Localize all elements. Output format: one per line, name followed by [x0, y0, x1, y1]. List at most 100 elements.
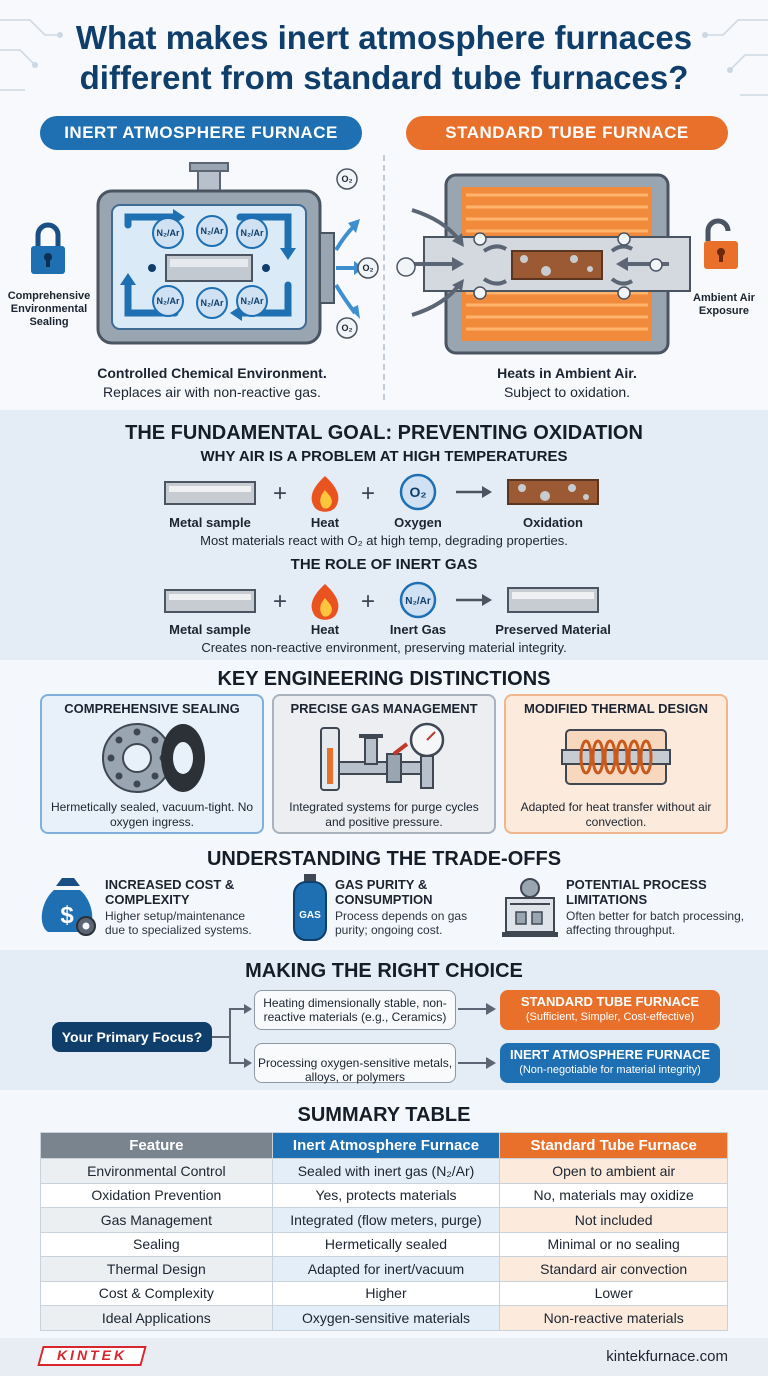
feature-cell: Environmental Control [40, 1158, 273, 1184]
plus-sign: + [360, 588, 375, 615]
svg-text:N₂/Ar: N₂/Ar [405, 596, 431, 607]
result-standard-sub: (Sufficient, Simpler, Cost-effective) [525, 1011, 695, 1023]
svg-text:O₂: O₂ [409, 484, 426, 500]
gas-bubble-label: N₂/Ar [240, 228, 263, 238]
result-standard-box: STANDARD TUBE FURNACE (Sufficient, Simpl… [500, 990, 720, 1030]
standard-cell: Open to ambient air [499, 1158, 728, 1184]
flange-gasket-icon [102, 723, 205, 793]
problem-heading: WHY AIR IS A PROBLEM AT HIGH TEMPERATURE… [200, 448, 568, 465]
tradeoff-cost-desc: Higher setup/maintenance due to speciali… [105, 909, 252, 937]
standard-furnace-illustration [396, 173, 738, 355]
batch-furnace-icon [502, 878, 558, 937]
tradeoffs-heading: UNDERSTANDING THE TRADE-OFFS [206, 848, 562, 870]
standard-cell: No, materials may oxidize [499, 1182, 728, 1208]
table-header: Standard Tube Furnace [499, 1132, 728, 1159]
lock-icon [31, 222, 65, 274]
tradeoff-process-desc: Often better for batch processing, affec… [566, 909, 745, 937]
money-bag-gear-icon: $ [41, 878, 96, 936]
summary-table: Feature Inert Atmosphere Furnace Standar… [40, 1132, 728, 1331]
tradeoff-cost-title: INCREASED COST & COMPLEXITY [105, 877, 235, 907]
summary-heading: SUMMARY TABLE [297, 1104, 471, 1126]
inert-side-label: Comprehensive Environmental Sealing [7, 290, 91, 328]
gas-cylinder-icon: GAS [293, 874, 327, 941]
tradeoff-gas-title: GAS PURITY & CONSUMPTION [335, 877, 433, 907]
result-inert-title: INERT ATMOSPHERE FURNACE [509, 1047, 711, 1062]
feature-cell: Cost & Complexity [40, 1280, 273, 1306]
standard-side-label: Ambient Air Exposure [693, 292, 755, 317]
standard-cell: Non-reactive materials [499, 1305, 728, 1331]
inert-cell: Adapted for inert/vacuum [271, 1256, 501, 1282]
plus-sign: + [272, 588, 287, 615]
problem-item: Metal sample [169, 515, 251, 530]
standard-cell: Minimal or no sealing [499, 1231, 728, 1257]
header [0, 0, 768, 128]
role-item: Preserved Material [495, 622, 611, 637]
choice-heading: MAKING THE RIGHT CHOICE [245, 960, 523, 982]
inert-cell: Oxygen-sensitive materials [271, 1305, 501, 1331]
standard-cell: Standard air convection [499, 1256, 728, 1282]
gas-valve-gauge-icon [320, 722, 445, 791]
comparison-divider [383, 155, 385, 400]
table-header: Inert Atmosphere Furnace [271, 1132, 501, 1159]
role-heading: THE ROLE OF INERT GAS [290, 556, 478, 573]
inert-cell: Higher [271, 1280, 501, 1306]
inert-cell: Yes, protects materials [271, 1182, 501, 1208]
feature-cell: Ideal Applications [40, 1305, 273, 1331]
sealing-card-title: COMPREHENSIVE SEALING [64, 701, 240, 716]
circuit-decoration [0, 19, 768, 96]
feature-cell: Sealing [40, 1231, 273, 1257]
role-note: Creates non-reactive environment, preser… [201, 640, 567, 655]
tradeoff-process-title: POTENTIAL PROCESS LIMITATIONS [566, 877, 707, 907]
role-item: Heat [310, 622, 340, 637]
distinctions-heading: KEY ENGINEERING DISTINCTIONS [217, 668, 551, 690]
gas-management-card-title: PRECISE GAS MANAGEMENT [290, 701, 478, 716]
heating-coil-icon [561, 729, 671, 785]
svg-text:GAS: GAS [299, 910, 321, 921]
standard-furnace-label: STANDARD TUBE FURNACE [406, 116, 728, 150]
inert-furnace-label: INERT ATMOSPHERE FURNACE [40, 116, 362, 150]
svg-text:$: $ [60, 902, 74, 929]
plus-sign: + [272, 480, 287, 507]
feature-cell: Oxidation Prevention [40, 1182, 273, 1208]
page-title: What makes inert atmosphere furnaces dif… [75, 19, 693, 96]
standard-cell: Lower [499, 1280, 728, 1306]
role-item: Metal sample [169, 622, 251, 637]
oxygen-bubble-label: O₂ [342, 323, 353, 333]
tradeoff-gas-desc: Process depends on gas purity; ongoing c… [335, 909, 468, 937]
inert-cell: Hermetically sealed [271, 1231, 501, 1257]
inert-caption: Replaces air with non-reactive gas. [103, 384, 321, 400]
result-standard-title: STANDARD TUBE FURNACE [520, 994, 700, 1009]
inert-caption-title: Controlled Chemical Environment. [97, 365, 327, 381]
gas-bubble-label: N₂/Ar [156, 228, 179, 238]
gas-bubble-label: N₂/Ar [156, 296, 179, 306]
oxygen-bubble-label: O₂ [363, 263, 374, 273]
footer-url[interactable]: kintekfurnace.com [606, 1348, 728, 1365]
table-header: Feature [40, 1132, 273, 1159]
problem-item: Heat [310, 515, 340, 530]
problem-note: Most materials react with O₂ at high tem… [200, 533, 568, 548]
thermal-card-desc: Adapted for heat transfer without air co… [520, 800, 712, 829]
gas-bubble-label: N₂/Ar [200, 298, 223, 308]
result-inert-box: INERT ATMOSPHERE FURNACE (Non-negotiable… [500, 1043, 720, 1083]
gas-management-card-desc: Integrated systems for purge cycles and … [289, 800, 479, 829]
gas-management-card [272, 694, 496, 834]
kintek-logo-text: KINTEK [56, 1347, 128, 1363]
inert-cell: Sealed with inert gas (N₂/Ar) [271, 1158, 501, 1184]
role-item: Inert Gas [389, 622, 447, 637]
option-stable-materials: Heating dimensionally stable, non-reacti… [254, 990, 456, 1030]
goal-heading: THE FUNDAMENTAL GOAL: PREVENTING OXIDATI… [125, 422, 643, 444]
primary-focus-box: Your Primary Focus? [52, 1022, 212, 1052]
option-sensitive-materials: Processing oxygen-sensitive metals, allo… [254, 1043, 456, 1084]
unlock-icon [704, 218, 738, 269]
problem-item: Oxidation [523, 515, 583, 530]
gas-bubble-label: N₂/Ar [200, 226, 223, 236]
standard-cell: Not included [499, 1207, 728, 1233]
